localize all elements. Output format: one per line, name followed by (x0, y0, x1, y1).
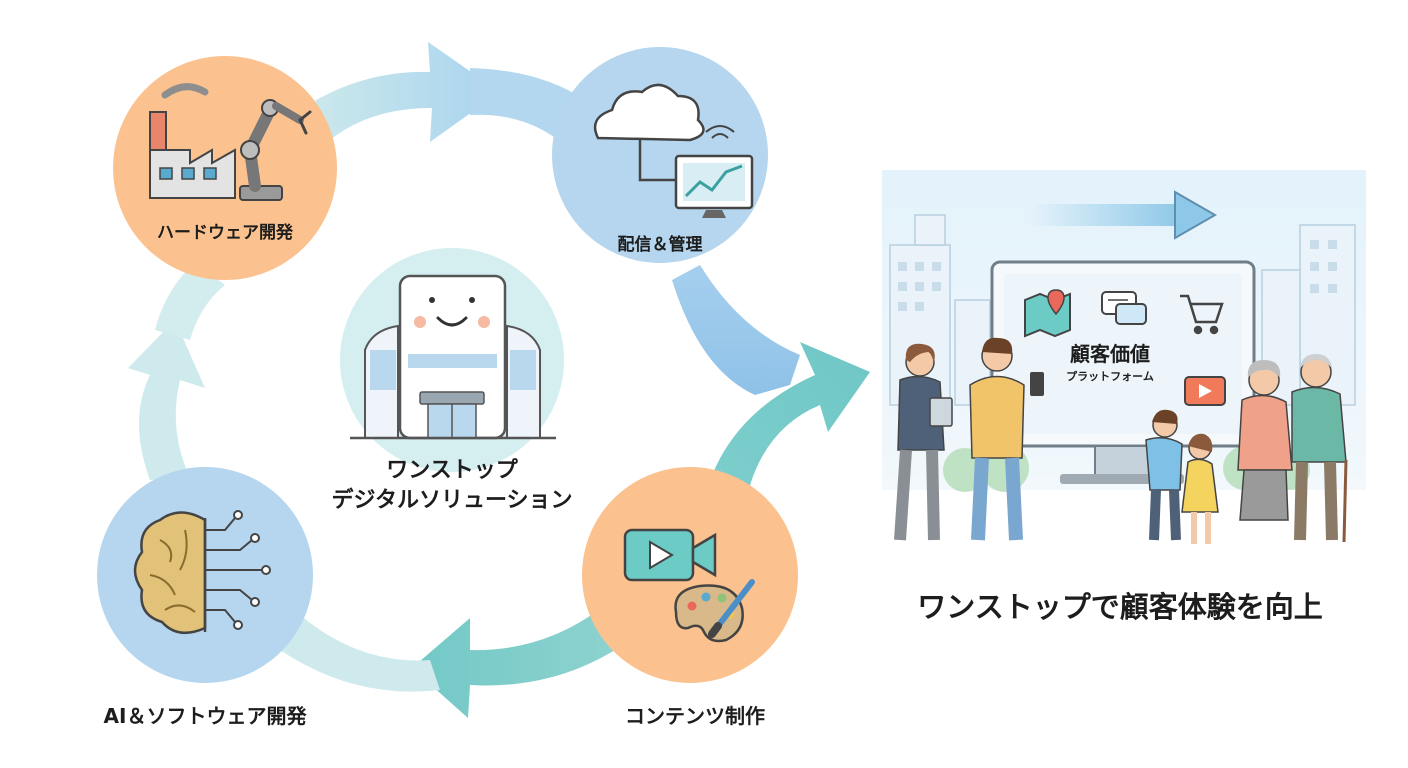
ai-label: AI＆ソフトウェア開発 (103, 704, 307, 728)
grandmother-figure (1237, 360, 1293, 521)
customer-scene (882, 170, 1366, 544)
factory-robot-arm-icon (149, 83, 312, 201)
center-title-line1: ワンストップ (386, 458, 518, 483)
grandfather-figure (1291, 354, 1348, 543)
content-node (582, 467, 798, 683)
platform-title: 顧客価値 (1070, 342, 1150, 366)
scene-caption: ワンストップで顧客体験を向上 (917, 590, 1323, 624)
girl-figure (1181, 433, 1219, 544)
arrow-hardware-to-delivery (300, 42, 500, 142)
platform-subtitle: プラットフォーム (1066, 370, 1154, 383)
cloud-monitor-icon (593, 83, 754, 218)
arrow-bottom-tail (280, 615, 440, 692)
progress-arrow-icon (1030, 190, 1218, 240)
center-node (340, 248, 564, 472)
hardware-label: ハードウェア開発 (157, 223, 293, 243)
arrow-delivery-to-platform (672, 265, 800, 395)
boy-figure (1145, 409, 1183, 541)
hardware-node (113, 56, 337, 280)
delivery-label: 配信＆管理 (617, 235, 703, 255)
video-palette-icon (623, 528, 755, 643)
center-title-line2: デジタルソリューション (331, 488, 573, 513)
arrow-content-to-ai (412, 605, 630, 718)
smiling-building-icon (350, 274, 556, 440)
ai-node (97, 467, 313, 683)
businesswoman-figure (894, 343, 953, 541)
man-phone-figure (969, 337, 1044, 541)
cart-icon (1180, 294, 1224, 335)
cycle-arrows (128, 42, 870, 718)
arrow-ai-to-hardware (128, 320, 205, 480)
chat-icon (1101, 291, 1147, 325)
delivery-node (552, 47, 768, 263)
play-icon (1184, 376, 1226, 406)
arrow-content-to-platform (700, 342, 870, 520)
brain-circuit-icon (133, 510, 271, 635)
arrow-left-upper (155, 262, 225, 340)
skyline-windows (898, 240, 1337, 311)
content-label: コンテンツ制作 (625, 704, 765, 728)
map-icon (1024, 289, 1071, 338)
